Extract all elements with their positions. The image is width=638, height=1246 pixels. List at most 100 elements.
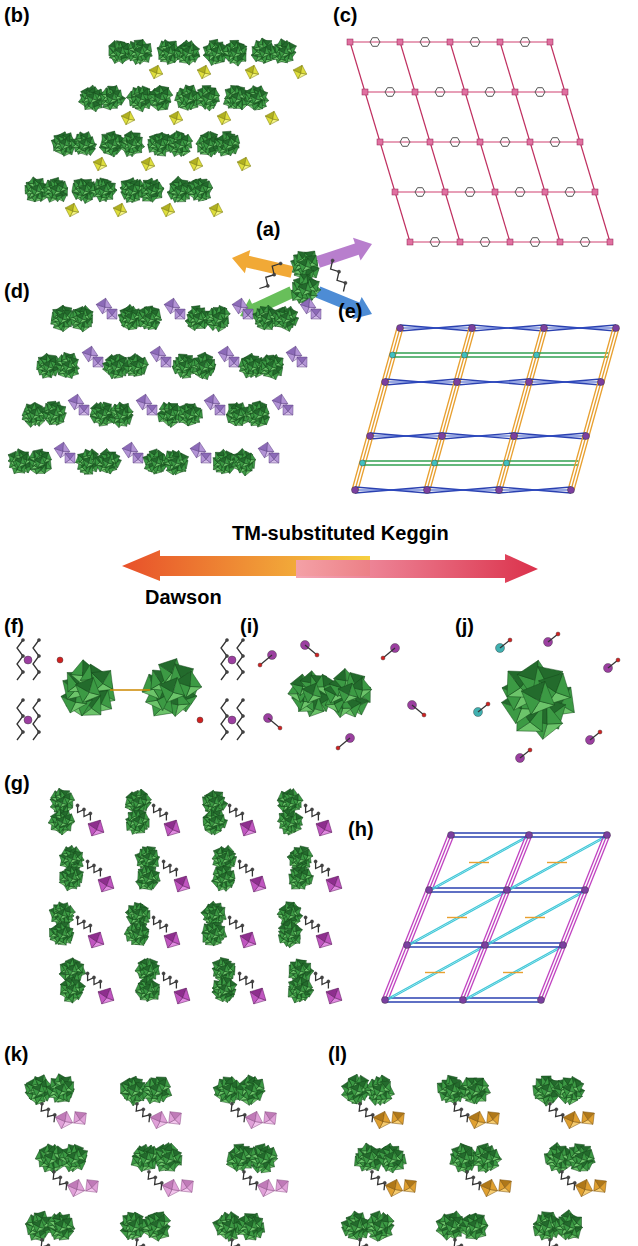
polyhedron-face: [217, 203, 223, 212]
metal-node: [497, 39, 503, 45]
polyhedron-face: [109, 41, 116, 48]
bond-line: [365, 92, 380, 142]
polyoxometalate-cluster: [215, 131, 240, 156]
metal-node: [362, 89, 368, 95]
metal-node: [392, 189, 398, 195]
metal-node: [562, 89, 568, 95]
metal-node: [407, 239, 413, 245]
bond-line: [430, 142, 445, 192]
metal-node: [542, 189, 548, 195]
metal-node: [592, 189, 598, 195]
polyhedron-face: [149, 157, 155, 166]
polyoxometalate-cluster: [69, 306, 93, 332]
atom: [266, 284, 269, 287]
polyoxometalate-cluster: [174, 40, 200, 65]
polyhedron-face: [169, 203, 175, 212]
metal-node: [457, 239, 463, 245]
metal-node: [577, 139, 583, 145]
polyhedron-face: [273, 111, 279, 120]
metal-node: [512, 89, 518, 95]
polyhedron-face: [215, 89, 220, 96]
polyhedron-face: [121, 203, 127, 212]
polyoxometalate-cluster: [44, 178, 68, 203]
bond-line: [550, 42, 565, 92]
polyhedron-face: [129, 111, 135, 120]
organic-ligand: [331, 261, 346, 292]
metal-node: [507, 239, 513, 245]
metal-node: [557, 239, 563, 245]
polyhedron-face: [73, 203, 79, 212]
bond-line: [565, 92, 580, 142]
bond-line: [595, 192, 610, 242]
polyoxometalate-cluster: [175, 85, 200, 110]
metal-node: [442, 189, 448, 195]
atom: [273, 273, 276, 276]
direction-arrow: [232, 250, 293, 278]
bond-line: [400, 42, 415, 92]
polyoxometalate-cluster: [100, 85, 126, 110]
bond-line: [415, 92, 430, 142]
polyhedron-face: [208, 181, 213, 188]
bond-line: [465, 92, 480, 142]
polyhedron-face: [225, 308, 230, 315]
polyhedron-face: [159, 182, 164, 189]
metal-node: [607, 239, 613, 245]
polyhedron-face: [126, 91, 131, 98]
metal-node: [427, 139, 433, 145]
bond-line: [480, 142, 495, 192]
polyoxometalate-cluster: [245, 86, 269, 110]
polyhedron-face: [172, 176, 179, 183]
metal-node: [412, 89, 418, 95]
bond-line: [380, 142, 395, 192]
bond-line: [450, 42, 465, 92]
metal-node: [377, 139, 383, 145]
polyoxometalate-cluster: [120, 131, 145, 157]
bond-line: [495, 192, 510, 242]
bond-line: [445, 192, 460, 242]
bond-line: [530, 142, 545, 192]
polyoxometalate-cluster: [223, 40, 247, 66]
panel-c-network: [347, 38, 613, 247]
polyhedron-face: [301, 65, 307, 74]
atom: [337, 270, 340, 273]
polyhedron-face: [177, 111, 183, 120]
panel-d-packing: [8, 298, 321, 476]
metal-node: [462, 89, 468, 95]
polyhedron-face: [225, 111, 231, 120]
metal-node: [347, 39, 353, 45]
metal-node: [492, 189, 498, 195]
bond-line: [515, 92, 530, 142]
atom: [279, 262, 282, 265]
polyoxometalate-cluster: [206, 306, 230, 332]
atom: [344, 281, 347, 284]
polyoxometalate-cluster: [79, 85, 105, 112]
bond-line: [395, 192, 410, 242]
polyhedron-face: [173, 298, 180, 307]
metal-node: [547, 39, 553, 45]
atom: [331, 259, 334, 262]
direction-arrow: [316, 238, 372, 268]
bond-line: [350, 42, 365, 92]
polyhedron-face: [197, 157, 203, 166]
bond-line: [500, 42, 515, 92]
metal-node: [477, 139, 483, 145]
bond-line: [580, 142, 595, 192]
polyhedron-face: [28, 177, 33, 184]
polyoxometalate-cluster: [142, 178, 165, 202]
polyoxometalate-cluster: [168, 131, 193, 157]
metal-node: [527, 139, 533, 145]
polyoxometalate-cluster: [128, 39, 152, 64]
polyhedron-face: [101, 157, 107, 166]
metal-node: [397, 39, 403, 45]
polyoxometalate-cluster: [196, 86, 219, 111]
polyhedron-face: [241, 298, 248, 307]
polyoxometalate-cluster: [149, 85, 173, 110]
polyhedron-face: [205, 65, 211, 74]
panel-b-packing: [25, 38, 307, 217]
polyhedron-face: [168, 88, 173, 95]
polyoxometalate-cluster: [187, 178, 213, 201]
polyhedron-face: [245, 157, 251, 166]
polyhedron-face: [105, 298, 112, 307]
